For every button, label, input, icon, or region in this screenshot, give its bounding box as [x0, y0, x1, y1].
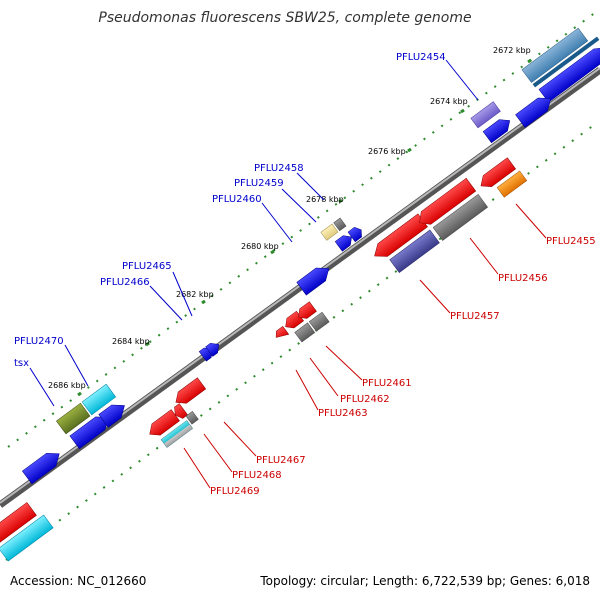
- tick-track-inner: [5, 121, 599, 561]
- gene-feature[interactable]: [81, 383, 117, 416]
- accession-text: Accession: NC_012660: [10, 574, 146, 588]
- gene-feature[interactable]: [432, 193, 489, 241]
- gene-feature[interactable]: [482, 115, 514, 144]
- gene-feature[interactable]: [273, 325, 290, 341]
- kbp-label: 2680 kbp: [241, 242, 279, 251]
- gene-label[interactable]: PFLU2467: [256, 455, 306, 466]
- gene-feature[interactable]: [477, 157, 516, 192]
- gene-label[interactable]: PFLU2462: [340, 394, 390, 405]
- kbp-label: 2684 kbp: [112, 337, 150, 346]
- gene-feature[interactable]: [0, 514, 54, 562]
- forward-label-leaders: [29, 59, 479, 407]
- gene-feature[interactable]: [145, 409, 180, 440]
- gene-label[interactable]: PFLU2458: [254, 163, 304, 174]
- gene-feature[interactable]: [56, 402, 91, 435]
- gene-feature[interactable]: [294, 322, 316, 343]
- gene-label[interactable]: PFLU2468: [232, 470, 282, 481]
- gene-feature[interactable]: [185, 410, 199, 425]
- genome-summary-text: Topology: circular; Length: 6,722,539 bp…: [259, 574, 590, 588]
- gene-label[interactable]: PFLU2454: [396, 52, 446, 63]
- kbp-label: 2678 kbp: [306, 195, 344, 204]
- gene-feature[interactable]: [172, 377, 207, 408]
- kbp-label: 2672 kbp: [493, 46, 531, 55]
- major-ticks: [77, 58, 532, 397]
- tick-track-outer: [7, 11, 597, 448]
- gene-feature[interactable]: [308, 311, 330, 332]
- gene-label[interactable]: tsx: [14, 358, 29, 369]
- gene-feature[interactable]: [370, 213, 428, 263]
- gene-feature[interactable]: [295, 301, 317, 322]
- kbp-label: 2676 kbp: [368, 147, 406, 156]
- gene-label[interactable]: PFLU2457: [450, 311, 500, 322]
- gene-label[interactable]: PFLU2465: [122, 261, 172, 272]
- gene-label[interactable]: PFLU2460: [212, 194, 262, 205]
- gene-label[interactable]: PFLU2463: [318, 408, 368, 419]
- kbp-label: 2674 kbp: [430, 97, 468, 106]
- gene-feature[interactable]: [320, 223, 339, 241]
- gene-feature[interactable]: [205, 340, 223, 357]
- gene-feature[interactable]: [515, 92, 556, 128]
- gene-feature[interactable]: [98, 399, 129, 428]
- gene-feature[interactable]: [160, 420, 194, 448]
- gene-feature[interactable]: [22, 447, 64, 485]
- forward-genes: [22, 27, 600, 485]
- reverse-label-leaders: [183, 203, 547, 489]
- gene-feature[interactable]: [389, 229, 440, 273]
- gene-feature[interactable]: [496, 170, 528, 198]
- gene-label[interactable]: PFLU2469: [210, 486, 260, 497]
- gene-label[interactable]: PFLU2459: [234, 178, 284, 189]
- reverse-genes: [0, 157, 528, 562]
- gene-feature[interactable]: [470, 101, 501, 129]
- gene-feature[interactable]: [0, 502, 37, 546]
- gene-label[interactable]: PFLU2466: [100, 277, 150, 288]
- gene-feature[interactable]: [171, 403, 188, 421]
- gene-label[interactable]: PFLU2455: [546, 236, 596, 247]
- map-title: Pseudomonas fluorescens SBW25, complete …: [98, 10, 471, 26]
- gene-feature[interactable]: [532, 36, 600, 88]
- gene-label[interactable]: PFLU2461: [362, 378, 412, 389]
- gene-feature[interactable]: [334, 232, 355, 252]
- gene-feature[interactable]: [521, 27, 589, 83]
- gene-label[interactable]: PFLU2456: [498, 273, 548, 284]
- gene-label[interactable]: PFLU2470: [14, 336, 64, 347]
- gene-feature[interactable]: [347, 225, 365, 243]
- gene-feature[interactable]: [296, 262, 334, 296]
- kbp-label: 2686 kbp: [48, 381, 86, 390]
- kbp-label: 2682 kbp: [176, 290, 214, 299]
- gene-feature[interactable]: [415, 177, 477, 229]
- gene-feature[interactable]: [333, 217, 347, 232]
